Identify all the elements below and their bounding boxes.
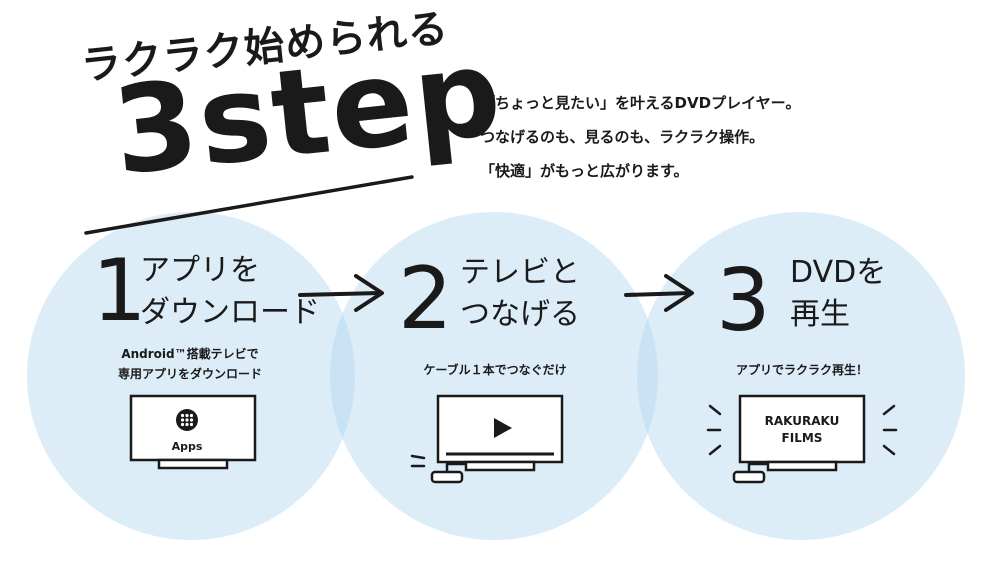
- step-title-line: 再生: [790, 297, 850, 332]
- caption-line: アプリでラクラク再生！: [735, 363, 868, 377]
- tv-screen-text: RAKURAKU: [765, 414, 840, 428]
- step-title-line: DVDを: [790, 255, 887, 290]
- tv-play-icon: [410, 394, 564, 484]
- intro-line: 「快適」がもっと広がります。: [480, 162, 689, 180]
- step-1-number: 1: [92, 241, 147, 341]
- sparkle-lines-icon: [706, 404, 898, 456]
- step-title-line: テレビと: [460, 255, 580, 290]
- step-title-line: ダウンロード: [140, 295, 320, 330]
- step-title-line: アプリを: [140, 253, 260, 288]
- play-icon: [494, 418, 512, 438]
- step-title-line: つなげる: [460, 297, 580, 332]
- step-3-caption: アプリでラクラク再生！: [712, 360, 892, 380]
- step-1-caption: Android™搭載テレビで 専用アプリをダウンロード: [90, 344, 290, 384]
- intro-line: 「ちょっと見たい」を叶えるDVDプレイヤー。: [480, 94, 801, 112]
- step-2-title: テレビと つなげる: [460, 252, 580, 336]
- step-2-circle: [330, 212, 658, 540]
- dvd-player-icon: [430, 470, 464, 484]
- header-title: 3step: [106, 23, 509, 203]
- caption-line: Android™搭載テレビで: [121, 347, 259, 361]
- caption-line: ケーブル１本でつなぐだけ: [423, 363, 567, 377]
- step-1-circle: [27, 212, 355, 540]
- intro-text: 「ちょっと見たい」を叶えるDVDプレイヤー。 つなげるのも、見るのも、ラクラク操…: [480, 86, 800, 188]
- step-2-number: 2: [398, 249, 453, 349]
- dvd-player-icon: [732, 470, 766, 484]
- motion-lines-icon: [410, 454, 426, 468]
- tv-screen-text: FILMS: [782, 431, 823, 445]
- intro-line: つなげるのも、見るのも、ラクラク操作。: [480, 128, 765, 146]
- step-2-caption: ケーブル１本でつなぐだけ: [400, 360, 590, 380]
- apps-grid-icon: [176, 409, 198, 431]
- tv-apps-icon: Apps: [129, 394, 257, 470]
- caption-line: 専用アプリをダウンロード: [117, 367, 262, 381]
- step-3-title: DVDを 再生: [790, 252, 886, 336]
- tv-screen-text: Apps: [172, 440, 203, 453]
- step-1-title: アプリを ダウンロード: [140, 250, 320, 334]
- step-3-circle: [637, 212, 965, 540]
- tv-films-icon: RAKURAKU FILMS: [706, 394, 898, 484]
- step-3-number: 3: [716, 251, 771, 351]
